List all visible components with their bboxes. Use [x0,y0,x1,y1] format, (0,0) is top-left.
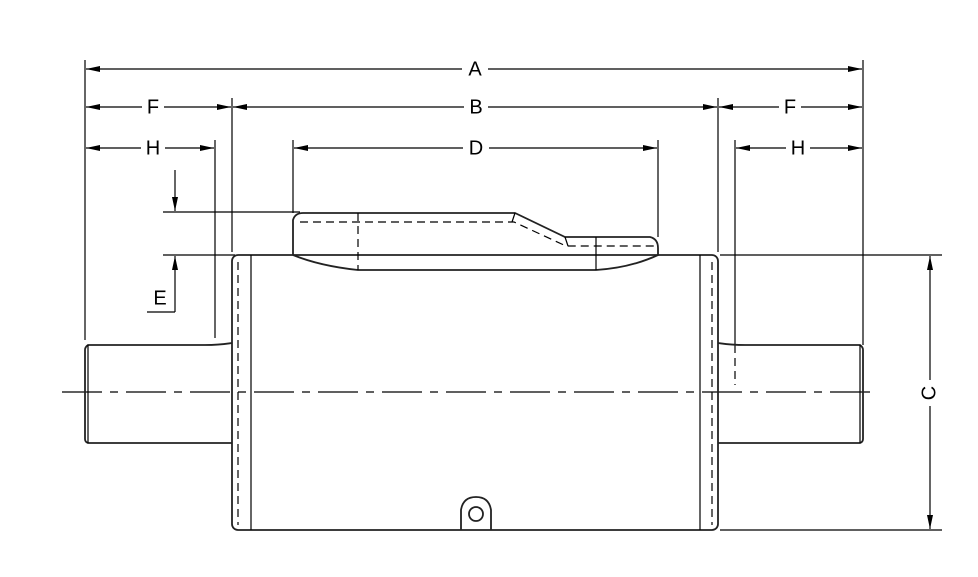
top-boss [292,212,659,271]
dimension-label-c: C [918,386,940,400]
dimension-label-f-left: F [147,96,159,118]
dimension-label-d: D [469,137,483,159]
dimension-label-a: A [468,58,482,80]
dimension-label-h-right: H [791,137,805,159]
right-shaft [717,342,864,444]
mounting-lug [460,496,492,530]
cylinder-body [231,254,719,531]
dimension-label-h-left: H [146,137,160,159]
dimension-label-b: B [469,96,482,118]
extension-lines [84,60,942,531]
left-shaft [84,342,233,444]
dimension-label-e: E [153,287,166,309]
dimension-label-f-right: F [784,96,796,118]
